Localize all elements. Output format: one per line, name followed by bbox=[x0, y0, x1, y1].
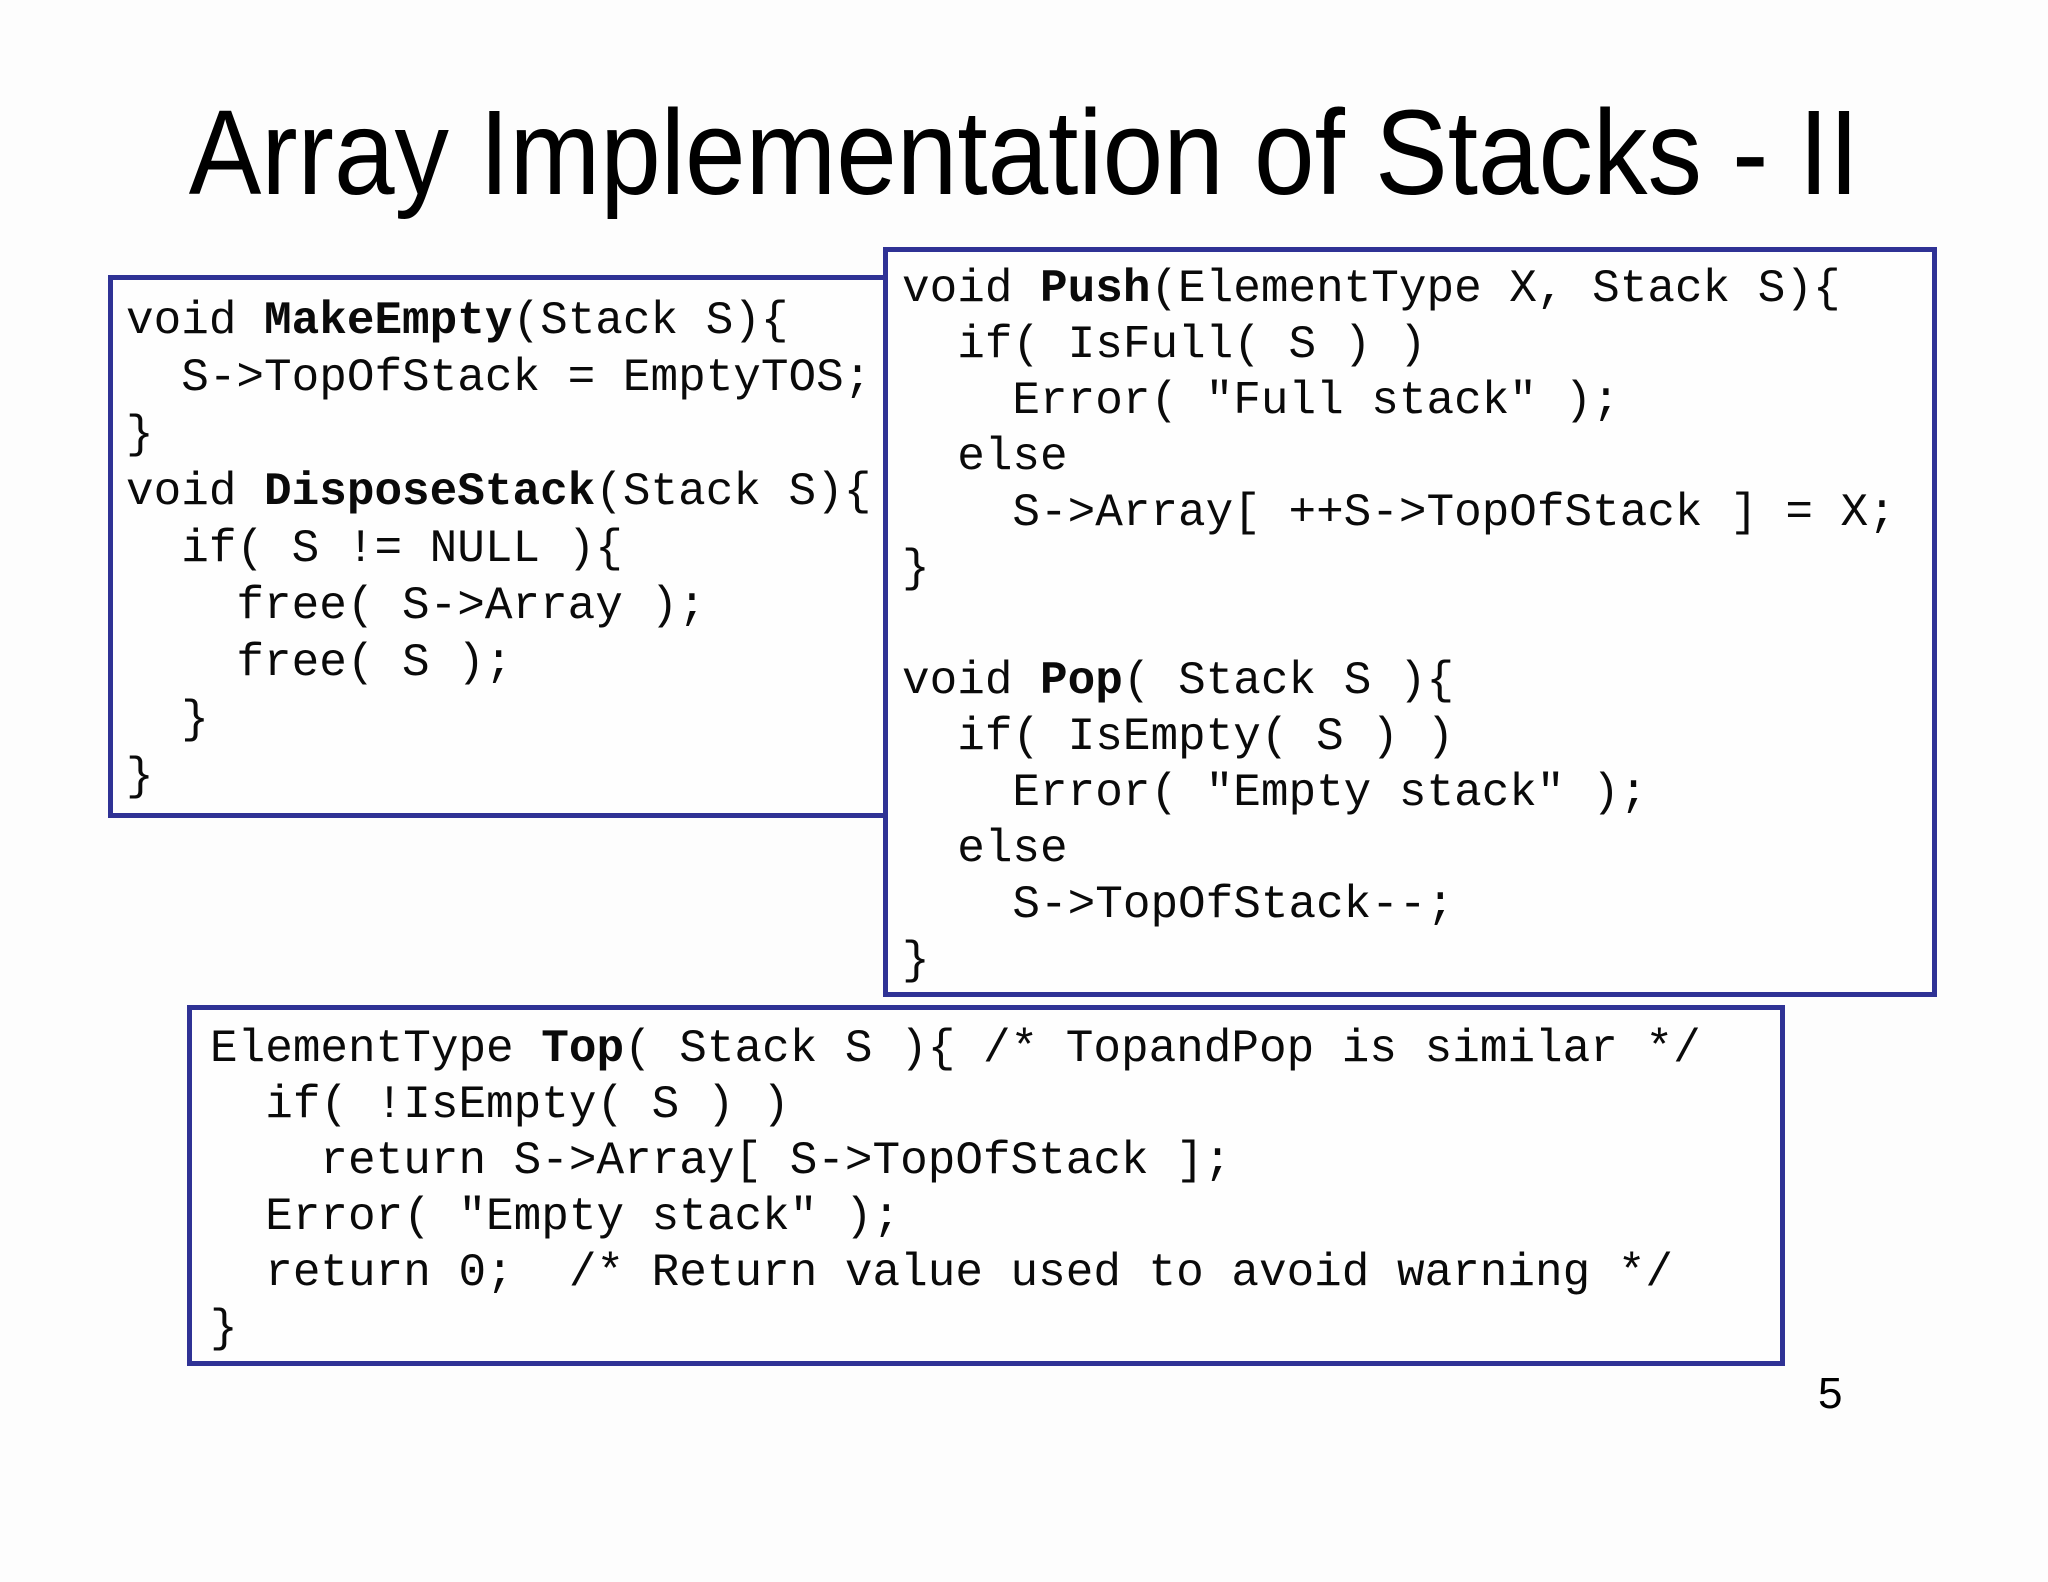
code-box-makeempty-disposestack: void MakeEmpty(Stack S){ S->TopOfStack =… bbox=[108, 275, 905, 818]
code-listing-top: ElementType Top( Stack S ){ /* TopandPop… bbox=[210, 1023, 1701, 1355]
code-box-top: ElementType Top( Stack S ){ /* TopandPop… bbox=[187, 1005, 1785, 1366]
code-listing-makeempty-disposestack: void MakeEmpty(Stack S){ S->TopOfStack =… bbox=[126, 295, 872, 803]
page-title: Array Implementation of Stacks - II bbox=[188, 84, 1860, 220]
page-number: 5 bbox=[1818, 1369, 1843, 1418]
code-box-push-pop: void Push(ElementType X, Stack S){ if( I… bbox=[883, 247, 1937, 997]
code-listing-push-pop: void Push(ElementType X, Stack S){ if( I… bbox=[902, 263, 1896, 987]
